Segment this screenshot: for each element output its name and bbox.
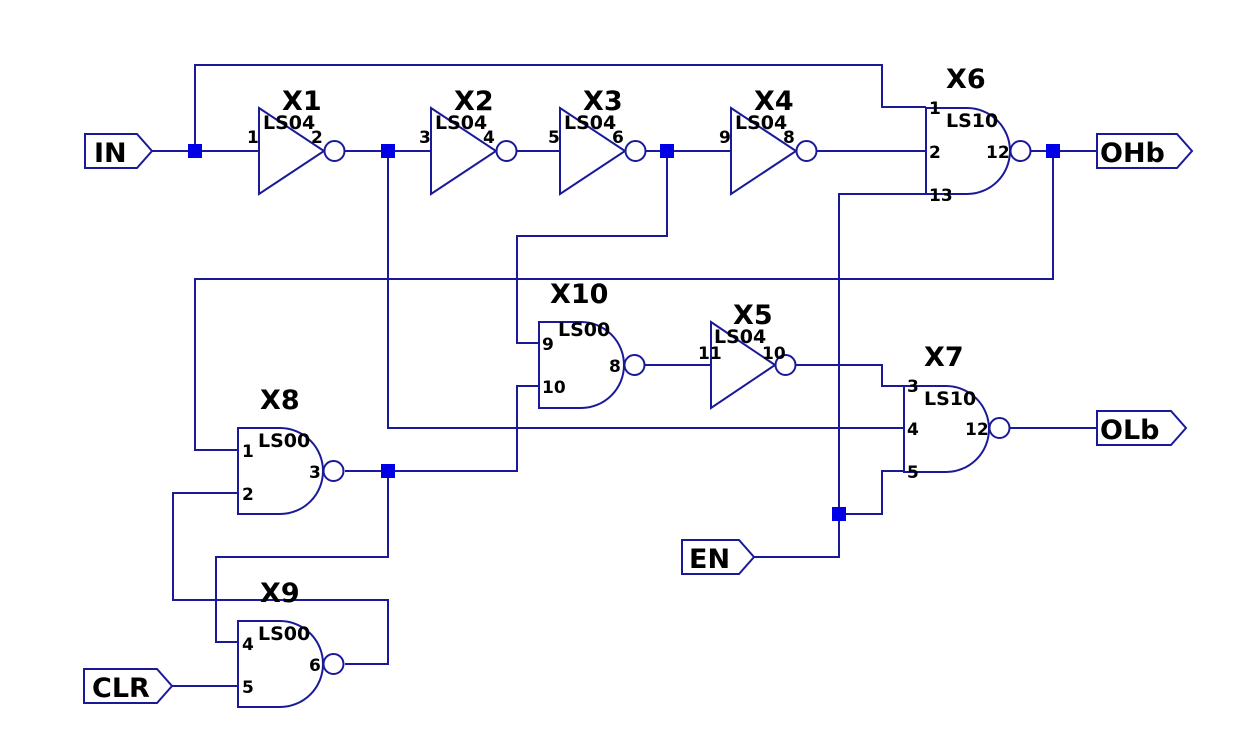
- x2-ref: X2: [454, 86, 494, 117]
- x2-part: LS04: [435, 112, 487, 134]
- x7-pin-c: 5: [907, 463, 919, 483]
- junction-dot: [1046, 144, 1060, 158]
- x4-ref: X4: [754, 86, 794, 117]
- x4-pin-in: 9: [719, 128, 731, 148]
- wire-x1-to-x7: [387, 151, 904, 429]
- x1-part: LS04: [263, 112, 315, 134]
- x6-part: LS10: [946, 110, 998, 132]
- x9-pin-out: 6: [309, 656, 321, 676]
- junction-dot: [381, 464, 395, 478]
- port-en-label: EN: [689, 544, 730, 575]
- x10-part: LS00: [558, 319, 610, 341]
- x6-pin-out: 12: [986, 143, 1010, 163]
- x6-ref: X6: [946, 64, 986, 95]
- x6-pin-b: 2: [929, 143, 941, 163]
- inverter-x1[interactable]: X1 LS04 1 2: [247, 86, 346, 196]
- junction-dot: [660, 144, 674, 158]
- port-ohb-label: OHb: [1100, 138, 1165, 169]
- port-clr-label: CLR: [92, 673, 150, 704]
- nand3-x6[interactable]: X6 LS10 1 2 13 12: [925, 64, 1032, 206]
- wire-en-to-x7: [754, 470, 904, 558]
- x10-pin-a: 9: [542, 335, 554, 355]
- junction-dot: [188, 144, 202, 158]
- junction-dot: [832, 507, 846, 521]
- x8-pin-b: 2: [242, 485, 254, 505]
- x7-part: LS10: [924, 388, 976, 410]
- x7-pin-a: 3: [907, 377, 919, 397]
- x7-pin-b: 4: [907, 420, 919, 440]
- x3-pin-out: 6: [612, 128, 624, 148]
- x6-pin-c: 13: [929, 186, 953, 206]
- port-en[interactable]: EN: [681, 539, 756, 575]
- x1-pin-out: 2: [311, 128, 323, 148]
- x2-pin-out: 4: [483, 128, 495, 148]
- x8-part: LS00: [258, 430, 310, 452]
- x10-pin-out: 8: [609, 357, 621, 377]
- x9-pin-a: 4: [242, 635, 254, 655]
- inverter-x2[interactable]: X2 LS04 3 4: [419, 86, 518, 196]
- x8-pin-a: 1: [242, 442, 254, 462]
- nand3-x7[interactable]: X7 LS10 3 4 5 12: [903, 342, 1011, 483]
- wire-ohb-to-x8: [194, 151, 1054, 451]
- x8-pin-out: 3: [309, 463, 321, 483]
- wire-x5-to-x7: [796, 364, 904, 387]
- inverter-x4[interactable]: X4 LS04 9 8: [719, 86, 818, 196]
- x5-pin-in: 11: [698, 344, 722, 364]
- nand2-x9[interactable]: X9 LS00 4 5 6: [237, 578, 345, 708]
- x9-pin-b: 5: [242, 678, 254, 698]
- x3-pin-in: 5: [548, 128, 560, 148]
- x6-pin-a: 1: [929, 99, 941, 119]
- junction-dot: [381, 144, 395, 158]
- x9-part: LS00: [258, 623, 310, 645]
- nand2-x8[interactable]: X8 LS00 1 2 3: [237, 385, 345, 515]
- port-in[interactable]: IN: [84, 133, 154, 169]
- nand2-x10[interactable]: X10 LS00 9 10 8: [538, 279, 646, 409]
- x4-part: LS04: [735, 112, 787, 134]
- wire-x3-to-x10: [516, 151, 668, 344]
- x10-ref: X10: [550, 279, 608, 310]
- x10-pin-b: 10: [542, 378, 566, 398]
- inverter-x5[interactable]: X5 LS04 11 10: [698, 300, 797, 410]
- x7-pin-out: 12: [965, 420, 989, 440]
- x1-pin-in: 1: [247, 128, 259, 148]
- inverter-x3[interactable]: X3 LS04 5 6: [548, 86, 647, 196]
- port-ohb[interactable]: OHb: [1096, 133, 1194, 169]
- x3-ref: X3: [583, 86, 623, 117]
- wire-x9-to-x8: [172, 492, 389, 665]
- wire-en-to-x6: [838, 193, 926, 514]
- x3-part: LS04: [564, 112, 616, 134]
- x5-pin-out: 10: [762, 344, 786, 364]
- wire-x8-to-x10: [345, 385, 539, 472]
- x4-pin-out: 8: [783, 128, 795, 148]
- wire-in-feedforward-x6: [194, 64, 926, 151]
- port-in-label: IN: [94, 138, 127, 169]
- x2-pin-in: 3: [419, 128, 431, 148]
- x5-ref: X5: [733, 300, 773, 331]
- x8-ref: X8: [260, 385, 300, 416]
- x9-ref: X9: [260, 578, 300, 609]
- wire-x8-to-x9: [215, 471, 389, 643]
- port-olb[interactable]: OLb: [1096, 410, 1188, 446]
- x5-part: LS04: [714, 326, 766, 348]
- port-clr[interactable]: CLR: [83, 668, 174, 704]
- x1-ref: X1: [282, 86, 322, 117]
- x7-ref: X7: [924, 342, 964, 373]
- junctions: [188, 144, 1060, 521]
- port-olb-label: OLb: [1100, 415, 1159, 446]
